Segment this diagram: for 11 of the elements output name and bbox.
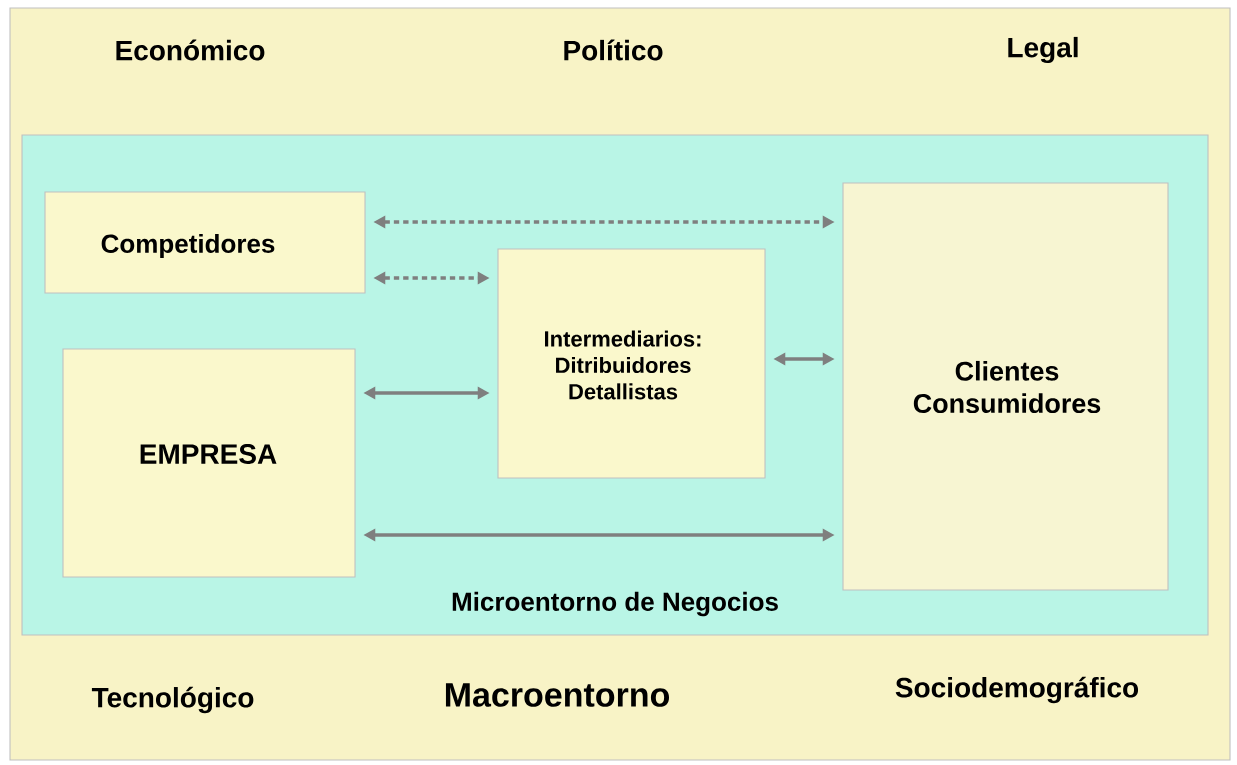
label-text: Político [564,39,663,61]
label-text: Competidores [101,233,275,259]
label-text: Intermediarios: Ditribuidores Detallistas [545,330,701,400]
label-text: Clientes Consumidores [913,360,1101,414]
label-text: Microentorno de Negocios [452,591,778,617]
label-text: Legal [1008,36,1078,64]
label-text: Tecnológico [91,686,254,714]
label-text: Macroentorno [445,683,669,707]
label-text: EMPRESA [140,444,277,464]
label-text: Económico [116,39,265,61]
label-text: Sociodemográfico [895,676,1139,704]
